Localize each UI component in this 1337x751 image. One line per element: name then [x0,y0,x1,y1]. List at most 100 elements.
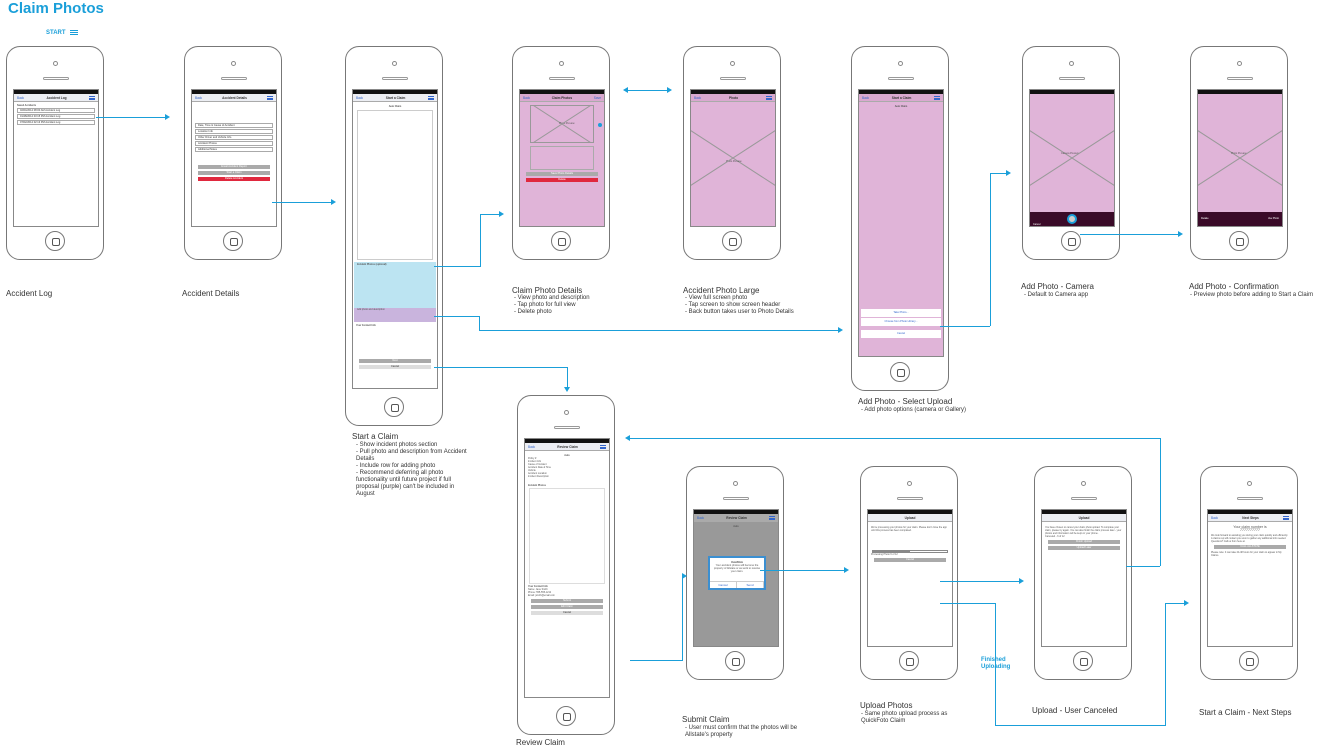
dialog-send-button[interactable]: Send [737,582,764,588]
page-title: Claim Photos [8,0,104,17]
take-photo-button[interactable]: Take Photo... [861,309,941,317]
progress-text: Canceled - 6 of 12 [1045,535,1065,538]
retake-button[interactable]: Retake [1201,217,1209,220]
back-button[interactable]: Back [697,515,705,520]
nav-title: Photo [729,95,739,100]
delete-accident-button[interactable]: Delete Accident [198,177,270,181]
list-item[interactable]: Date, Time & Cause of Accident [195,123,273,128]
screen: Back Claim Photos Save Photo Preview Save … [519,89,605,227]
screen-caption: Upload - User Canceled [1032,706,1118,715]
back-button[interactable]: Back [17,95,25,100]
add-photo-row[interactable]: Add photo and description [354,308,436,322]
list-item[interactable]: Accident Photos [195,141,273,146]
cancel-upload-button[interactable]: Cancel [874,558,946,562]
flow-note: Finished Uploading [981,657,1011,670]
finish-upload-button[interactable]: Finish Upload [1048,540,1120,544]
list-item[interactable]: Location Info [195,129,273,134]
list-item[interactable]: Additional Notes [195,147,273,152]
next-button[interactable]: Next [359,359,431,363]
screen-caption: Start a Claim - Next Steps [1199,708,1292,717]
canceled-text: You have chosen to cancel your claim pho… [1045,526,1122,535]
cancel-button[interactable]: Cancel [531,611,603,615]
footer-text: Please note: It can take 24-48 hours for… [1211,551,1282,557]
nav-title: Review Claim [726,515,747,520]
screen-caption: Accident Details [182,289,240,298]
phone-claim-photo-details: Back Claim Photos Save Photo Preview Save … [512,46,610,260]
submit-button[interactable]: Submit [531,599,603,603]
contact-label: Your Contact Info [528,585,548,588]
back-button[interactable]: Back [356,95,364,100]
use-photo-button[interactable]: Use Photo [1267,217,1279,220]
list-item[interactable]: Other Driver and Vehicle Info [195,135,273,140]
menu-icon[interactable] [766,95,772,100]
photos-label: Incident Photos (optional) [357,263,387,266]
save-details-button[interactable]: Save Photo Details [526,172,598,176]
next-steps-text: We look forward to assisting you during … [1211,534,1288,540]
back-button[interactable]: Back [523,95,531,100]
back-button[interactable]: Back [195,95,203,100]
menu-icon[interactable] [1282,515,1289,520]
screen: Upload You have chosen to cancel your cl… [1041,509,1127,647]
call-button[interactable]: CALL ALLSTATE [1214,545,1286,549]
delete-button[interactable]: Delete [526,178,598,182]
back-button[interactable]: Back [1211,515,1219,520]
menu-icon[interactable] [769,515,775,520]
dialog-text: Your accident photos will become the pro… [713,564,761,573]
list-item[interactable]: 01/28/2014 03:15 PM Accident Log [17,114,95,119]
upload-text: We're processing your photos for your cl… [871,526,947,532]
dialog-cancel-button[interactable]: Cancel [710,582,737,588]
cancel-button[interactable]: Cancel [1033,223,1041,226]
screen-notes: - User must confirm that the photos will… [685,725,798,738]
screen-notes: - Add photo options (camera or Gallery) [861,407,967,413]
edit-claim-button[interactable]: Edit Claim [531,605,603,609]
question-text: Questions? Call us from here at. [1211,540,1246,543]
menu-icon[interactable] [934,95,940,100]
photos-label: Incident Photos [528,484,546,487]
back-button[interactable]: Back [862,95,870,100]
home-button [45,231,65,251]
menu-icon[interactable] [267,95,273,100]
shutter-button[interactable] [1067,214,1077,224]
claim-heading: Auto [564,454,570,457]
back-button[interactable]: Back [528,444,536,449]
menu-icon [69,30,78,35]
email-report-button[interactable]: Email Accident Report [198,165,270,169]
screen-notes: - Preview photo before adding to Start a… [1190,292,1314,298]
menu-icon[interactable] [88,95,95,100]
cancel-button[interactable]: Cancel [359,365,431,369]
start-label: START [46,30,66,36]
list-item[interactable]: 02/04/2014 08:00 AM Accident Log [17,108,95,113]
photo-library-button[interactable]: Choose from Photo Library... [861,318,941,326]
screen: Upload We're processing your photos for … [867,509,953,647]
screen-notes: - Show incident photos section- Pull pho… [356,442,467,497]
camera-icon [53,61,58,66]
back-button[interactable]: Back [694,95,702,100]
start-claim-button[interactable]: Start a Claim [198,171,270,175]
nav-title: Upload [904,515,916,520]
screen-caption: Review Claim [516,738,565,747]
save-button[interactable]: Save [593,95,601,100]
menu-icon[interactable] [428,95,434,100]
photo-preview[interactable]: Photo Preview [530,105,594,143]
menu-icon[interactable] [600,444,606,449]
speaker-icon [43,77,69,80]
phone-camera: Camera Preview Cancel [1022,46,1120,260]
confirm-dialog: Confirm Your accident photos will become… [708,556,766,590]
preview-label: Camera Preview [1061,152,1079,155]
progress-bar [872,550,948,553]
nav-title: Claim Photos [551,95,573,100]
upload-later-button[interactable]: Upload Later [1048,546,1120,550]
screen-notes: - Default to Camera app [1024,292,1089,298]
list-item[interactable]: 07/02/2014 02:13 PM Accident Log [17,120,95,125]
cancel-button[interactable]: Cancel [861,330,941,338]
